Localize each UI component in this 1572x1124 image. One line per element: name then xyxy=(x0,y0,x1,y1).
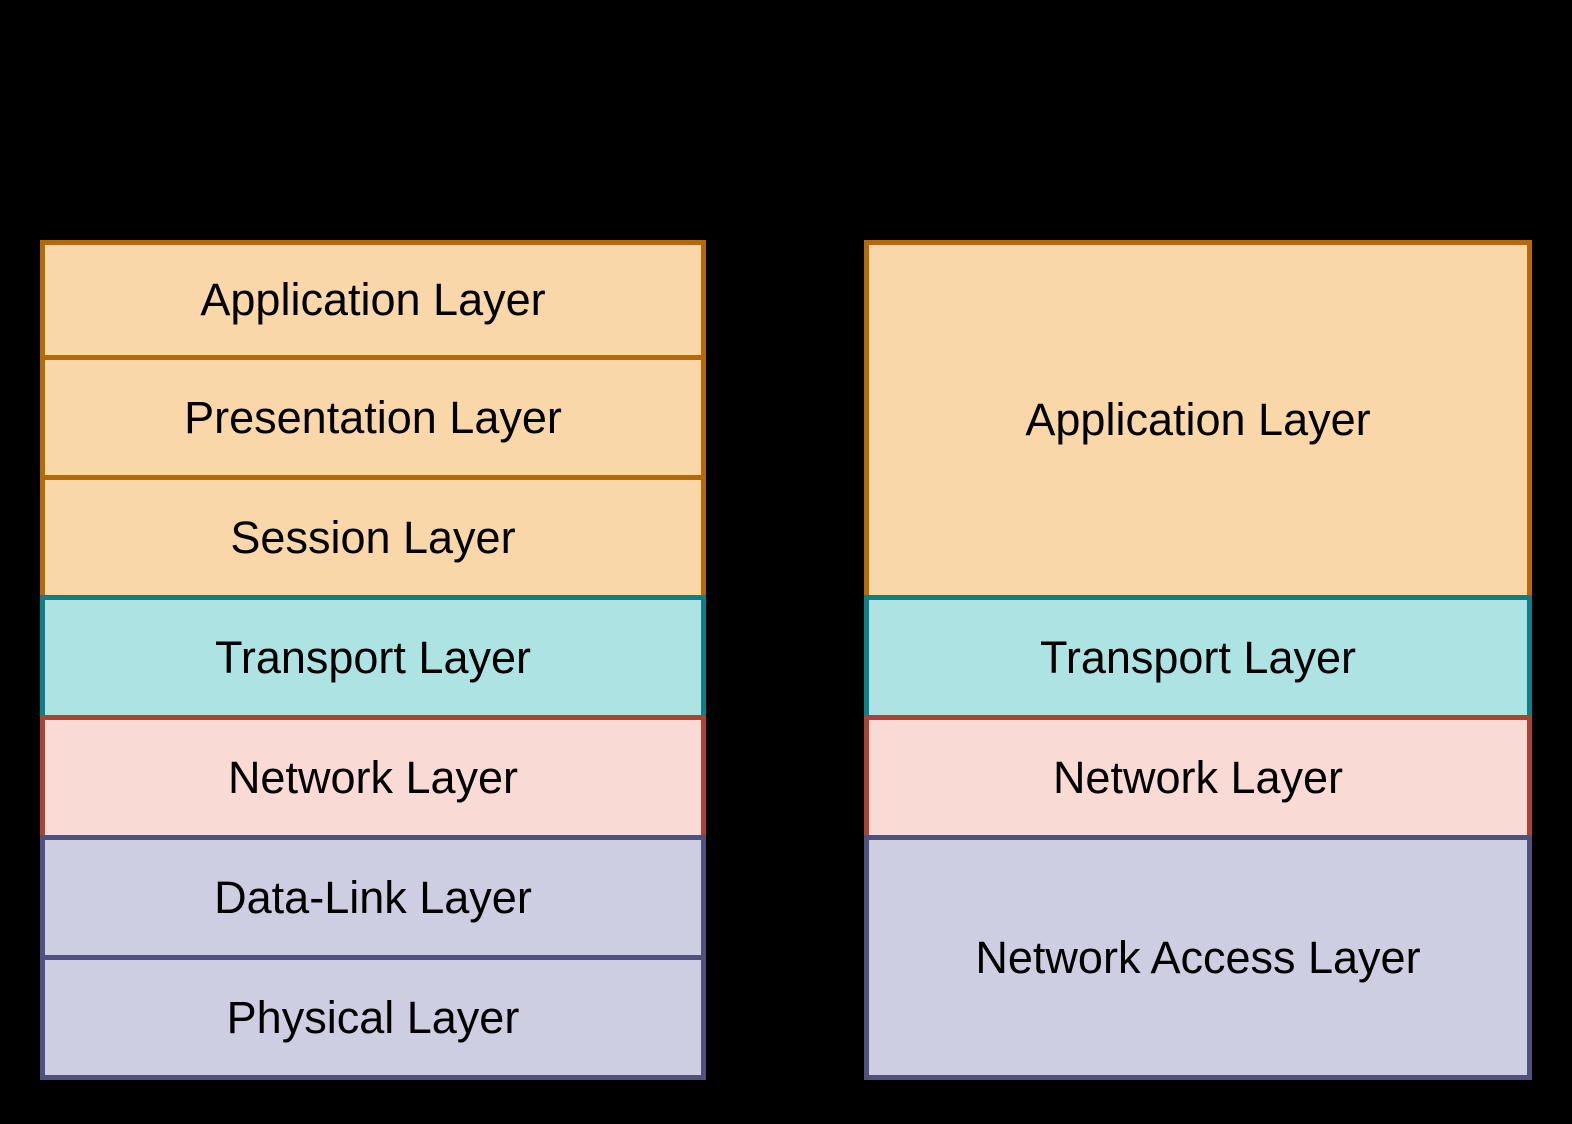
right-layer-network-access: Network Access Layer xyxy=(864,835,1532,1080)
left-layer-network-label: Network Layer xyxy=(227,751,519,803)
left-layer-network: Network Layer xyxy=(40,715,706,840)
left-layer-presentation: Presentation Layer xyxy=(40,355,706,480)
left-layer-session-label: Session Layer xyxy=(230,511,516,563)
left-layer-data-link: Data-Link Layer xyxy=(40,835,706,960)
left-layer-session: Session Layer xyxy=(40,475,706,600)
left-layer-transport-label: Transport Layer xyxy=(215,631,531,683)
left-layer-data-link-label: Data-Link Layer xyxy=(214,871,532,923)
right-layer-network-label: Network Layer xyxy=(1052,751,1344,803)
right-layer-network-access-label: Network Access Layer xyxy=(975,931,1421,983)
left-layer-physical: Physical Layer xyxy=(40,955,706,1080)
left-layer-application: Application Layer xyxy=(40,240,706,360)
right-layer-application-label: Application Layer xyxy=(1025,394,1371,445)
left-layer-physical-label: Physical Layer xyxy=(226,991,520,1043)
left-layer-presentation-label: Presentation Layer xyxy=(184,391,562,443)
left-layer-application-label: Application Layer xyxy=(200,274,546,325)
left-stack: Application Layer Presentation Layer Ses… xyxy=(40,240,706,1080)
left-layer-transport: Transport Layer xyxy=(40,595,706,720)
right-layer-transport: Transport Layer xyxy=(864,595,1532,720)
right-stack: Application Layer Transport Layer Networ… xyxy=(864,240,1532,1080)
right-layer-application: Application Layer xyxy=(864,240,1532,600)
right-layer-network: Network Layer xyxy=(864,715,1532,840)
right-layer-transport-label: Transport Layer xyxy=(1040,631,1356,683)
